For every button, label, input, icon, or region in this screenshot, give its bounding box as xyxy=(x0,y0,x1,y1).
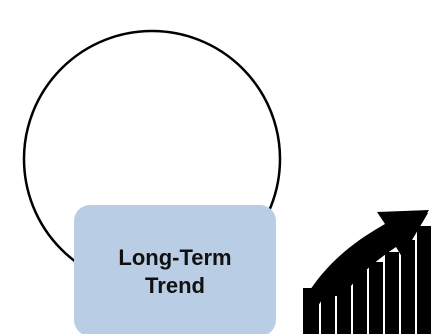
node-label-line2: Trend xyxy=(145,272,205,298)
node-label-line1: Long-Term xyxy=(118,244,232,270)
growth-arrow-icon xyxy=(303,210,431,334)
long-term-trend-node: Long-Term Trend xyxy=(74,205,276,334)
